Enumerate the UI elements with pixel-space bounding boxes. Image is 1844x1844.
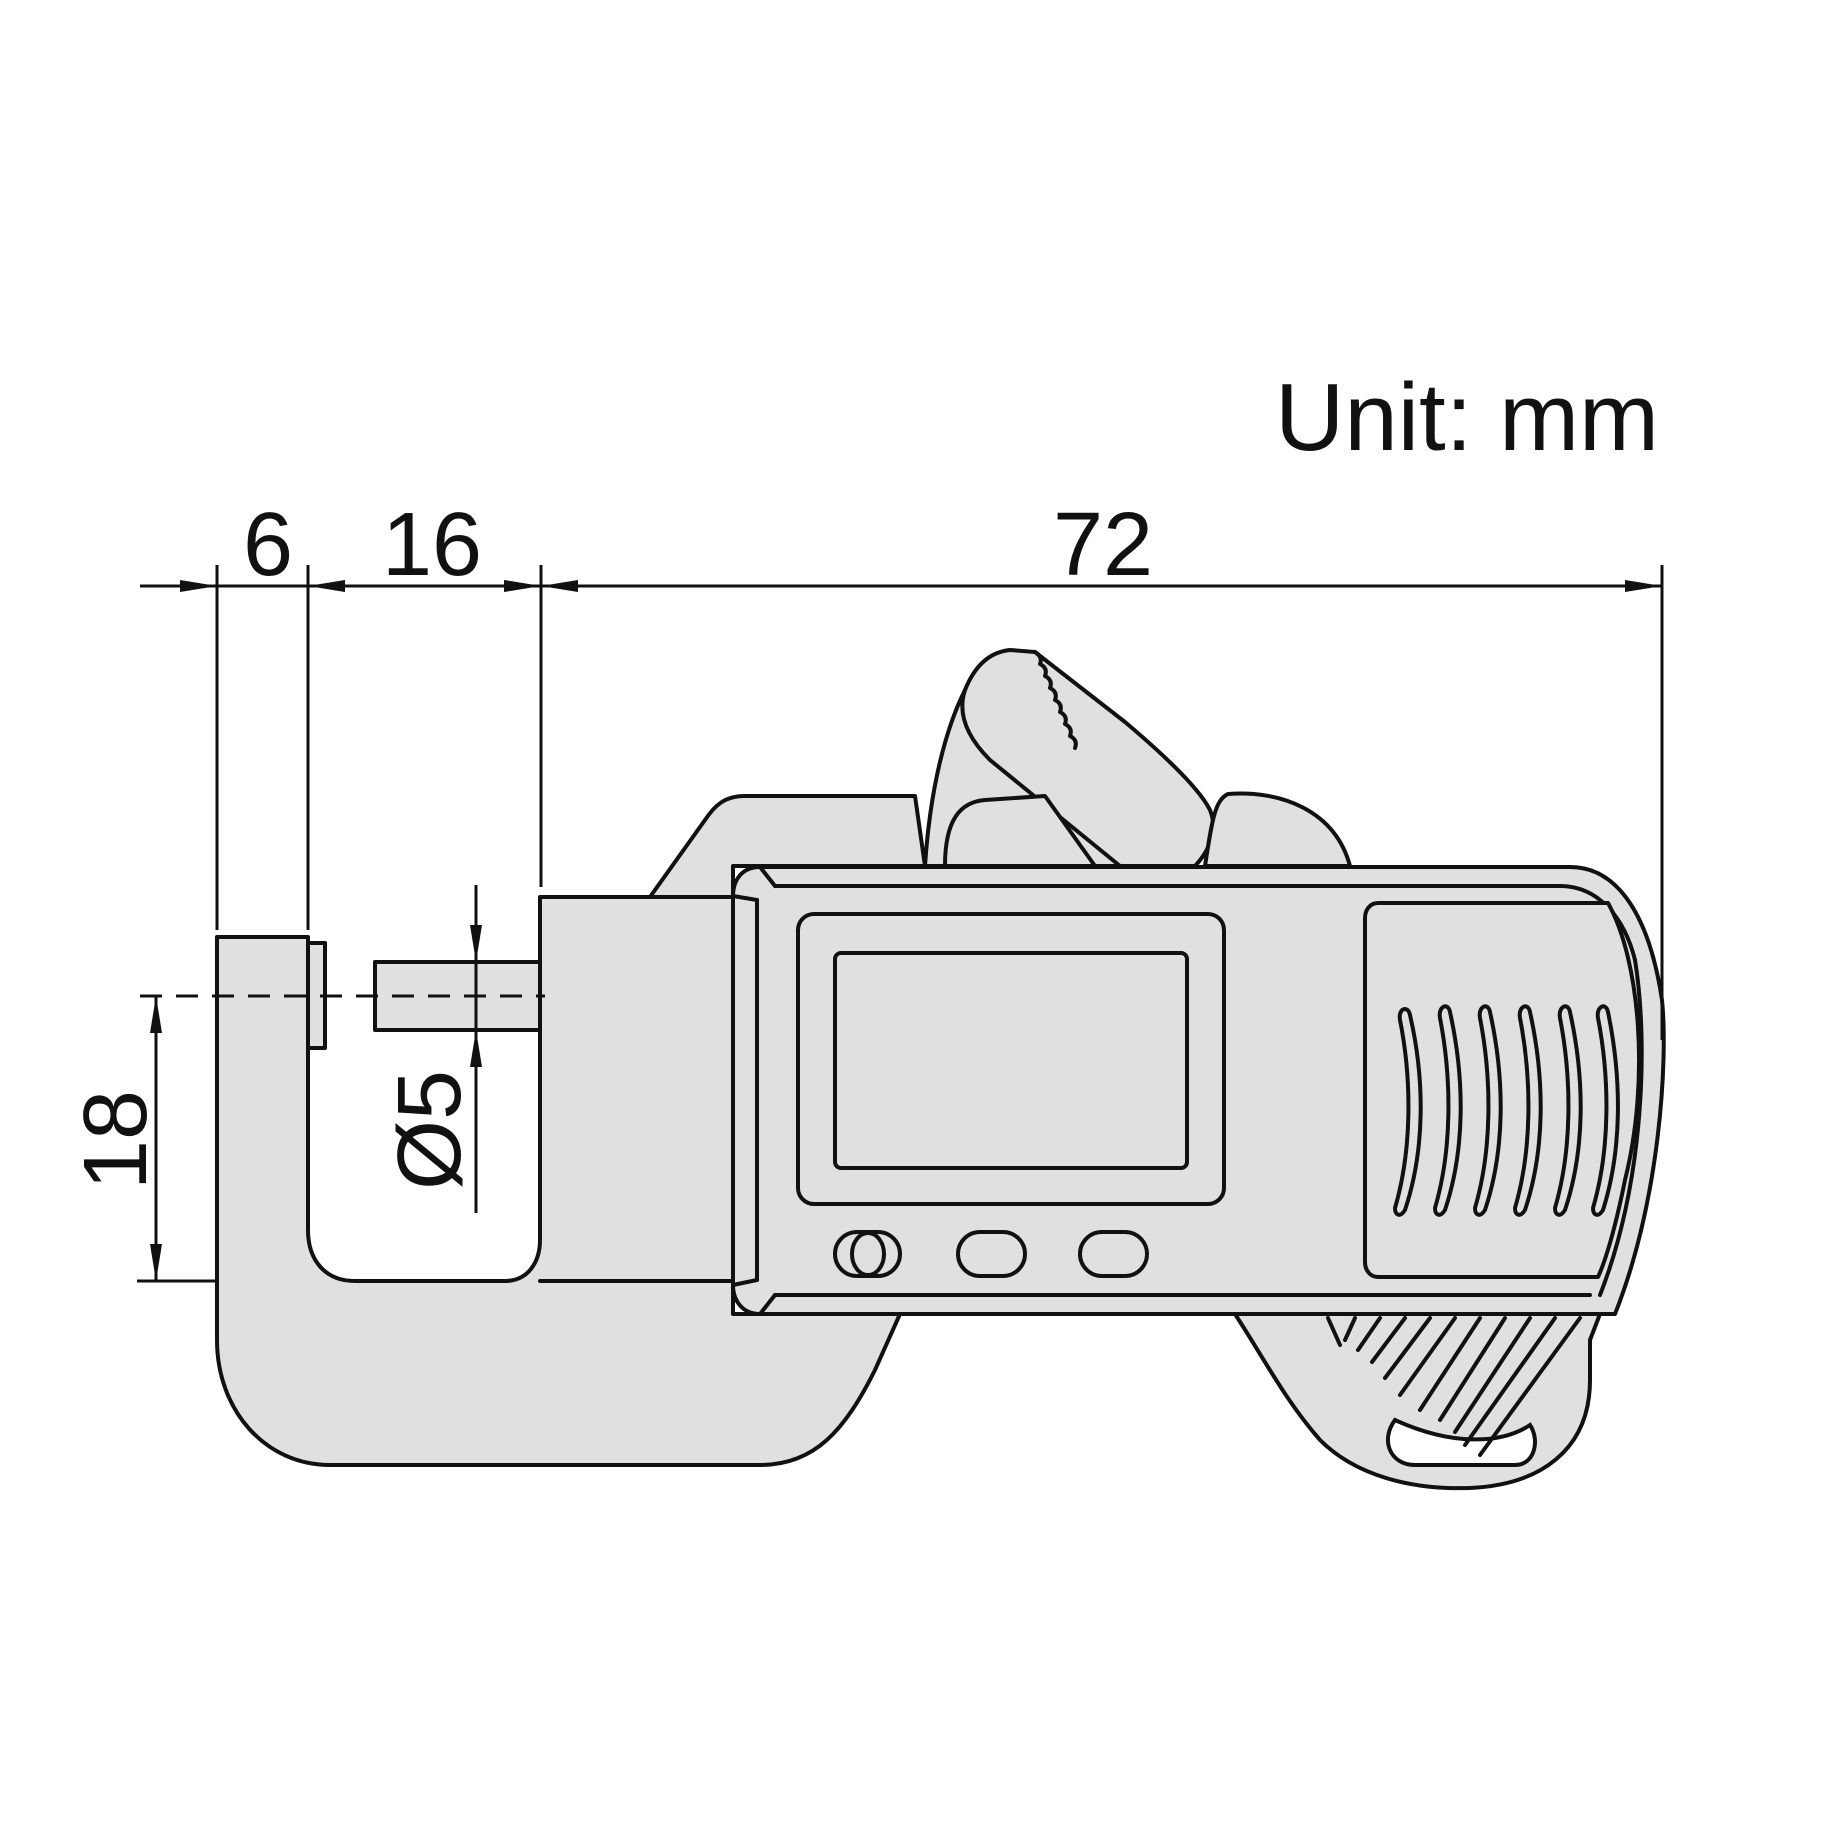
grip-panel — [1363, 901, 1641, 1279]
dim-label-18: 18 — [66, 1090, 166, 1190]
frame — [215, 895, 902, 1467]
arrow-icon — [541, 580, 578, 592]
dim-label-6: 6 — [243, 495, 293, 595]
dim-label-diameter: Ø5 — [380, 1070, 480, 1190]
lever — [923, 648, 1216, 868]
grip-slots — [1392, 1004, 1620, 1217]
vertical-dimension-18 — [150, 996, 162, 1281]
unit-button[interactable] — [1078, 1230, 1149, 1278]
vertical-dimension-diameter — [470, 885, 482, 1213]
lcd-screen — [833, 951, 1189, 1170]
thumb-loop — [1233, 1312, 1602, 1491]
on-off-button-ring-icon — [850, 1231, 886, 1277]
knurled-wheel — [1326, 1316, 1582, 1457]
arrow-icon — [308, 580, 345, 592]
dim-label-16: 16 — [382, 495, 482, 595]
arrow-icon — [470, 1030, 482, 1067]
arrow-icon — [504, 580, 541, 592]
arrow-icon — [470, 925, 482, 962]
unit-label: Unit: mm — [1275, 364, 1659, 471]
arrow-icon — [150, 1244, 162, 1281]
zero-button[interactable] — [956, 1230, 1027, 1278]
arrow-icon — [180, 580, 217, 592]
button-row — [833, 1230, 1149, 1278]
arrow-icon — [150, 996, 162, 1033]
rear-bump — [1203, 791, 1352, 868]
dim-label-72: 72 — [1053, 495, 1153, 595]
on-off-button[interactable] — [833, 1230, 902, 1278]
arrow-icon — [1625, 580, 1662, 592]
horizontal-dimension-line — [140, 580, 1662, 592]
extension-lines — [137, 565, 1664, 1283]
